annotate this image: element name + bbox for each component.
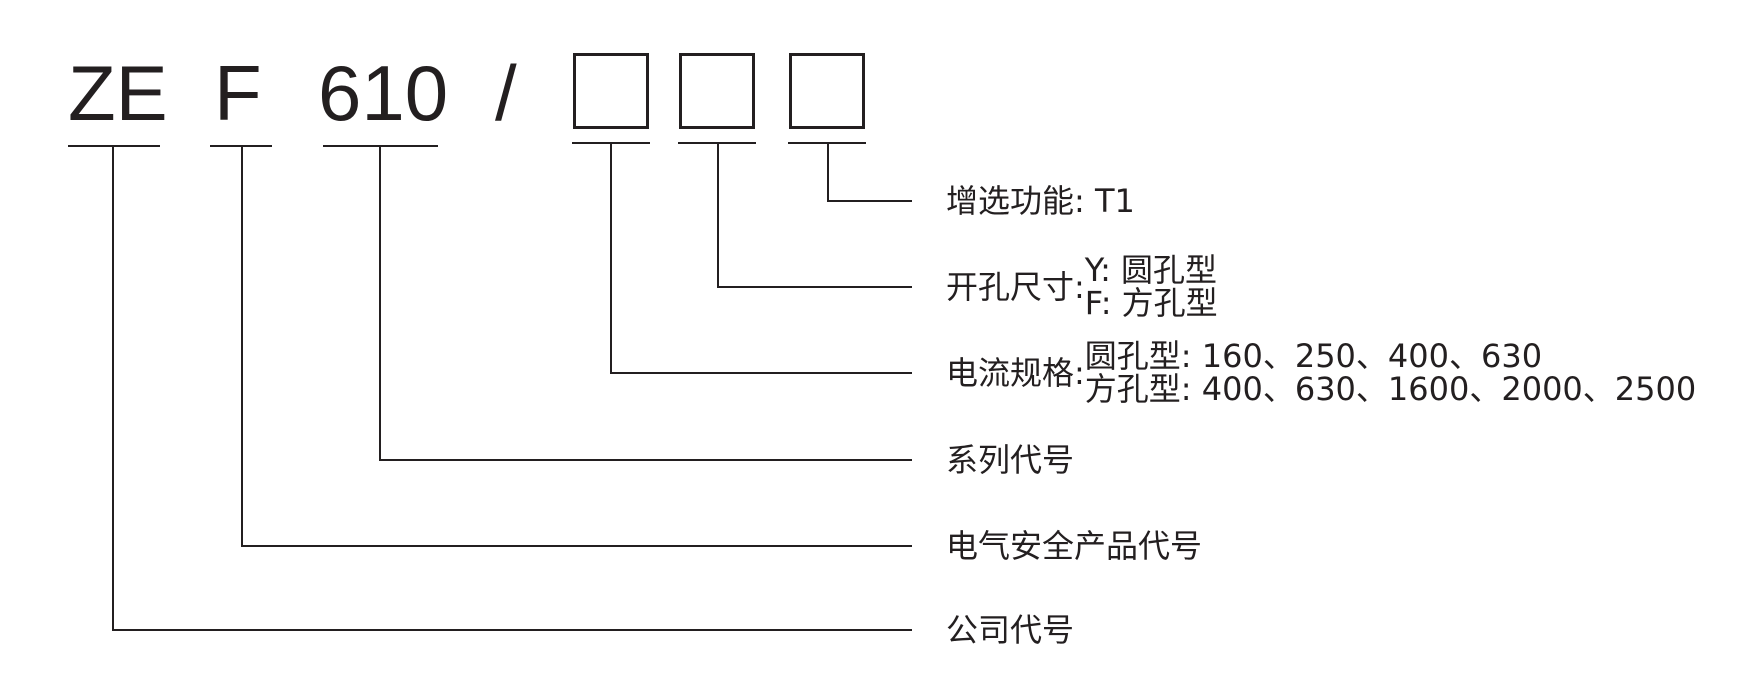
slash-separator: / — [495, 49, 517, 137]
label-company-code: 公司代号 — [946, 611, 1075, 649]
leader-company-code — [112, 146, 912, 631]
company-code-text: ZE — [68, 49, 168, 137]
leader-hole-size — [717, 143, 912, 288]
leader-product-code — [241, 146, 912, 547]
series-code-text: 610 — [318, 49, 449, 137]
current-spec-title: 电流规格: — [946, 354, 1085, 392]
extra-function-value: T1 — [1094, 182, 1135, 220]
leader-current-spec — [610, 143, 912, 374]
leader-extra-function — [827, 143, 912, 202]
hole-size-placeholder-box — [679, 53, 755, 129]
label-extra-function: 增选功能: T1 — [946, 184, 1135, 218]
hole-size-title: 开孔尺寸: — [946, 268, 1085, 306]
label-series-code: 系列代号 — [946, 441, 1075, 479]
hole-size-option-square: F: 方孔型 — [1084, 284, 1218, 322]
current-spec-option-round: 圆孔型: 160、250、400、630 — [1084, 337, 1543, 375]
current-spec-options: 圆孔型: 160、250、400、630 方孔型: 400、630、1600、2… — [1085, 340, 1696, 406]
extra-function-title: 增选功能: — [946, 182, 1085, 220]
hole-size-option-round: Y: 圆孔型 — [1084, 251, 1218, 289]
hole-size-options: Y: 圆孔型 F: 方孔型 — [1085, 254, 1218, 320]
label-current-spec: 电流规格: 圆孔型: 160、250、400、630 方孔型: 400、630、… — [946, 340, 1696, 406]
leader-series-code — [379, 146, 912, 461]
label-product-code: 电气安全产品代号 — [946, 527, 1203, 565]
extra-function-placeholder-box — [789, 53, 865, 129]
product-code-text: F — [214, 49, 262, 137]
current-spec-placeholder-box — [573, 53, 649, 129]
label-hole-size: 开孔尺寸: Y: 圆孔型 F: 方孔型 — [946, 254, 1218, 320]
current-spec-option-square: 方孔型: 400、630、1600、2000、2500 — [1084, 370, 1697, 408]
